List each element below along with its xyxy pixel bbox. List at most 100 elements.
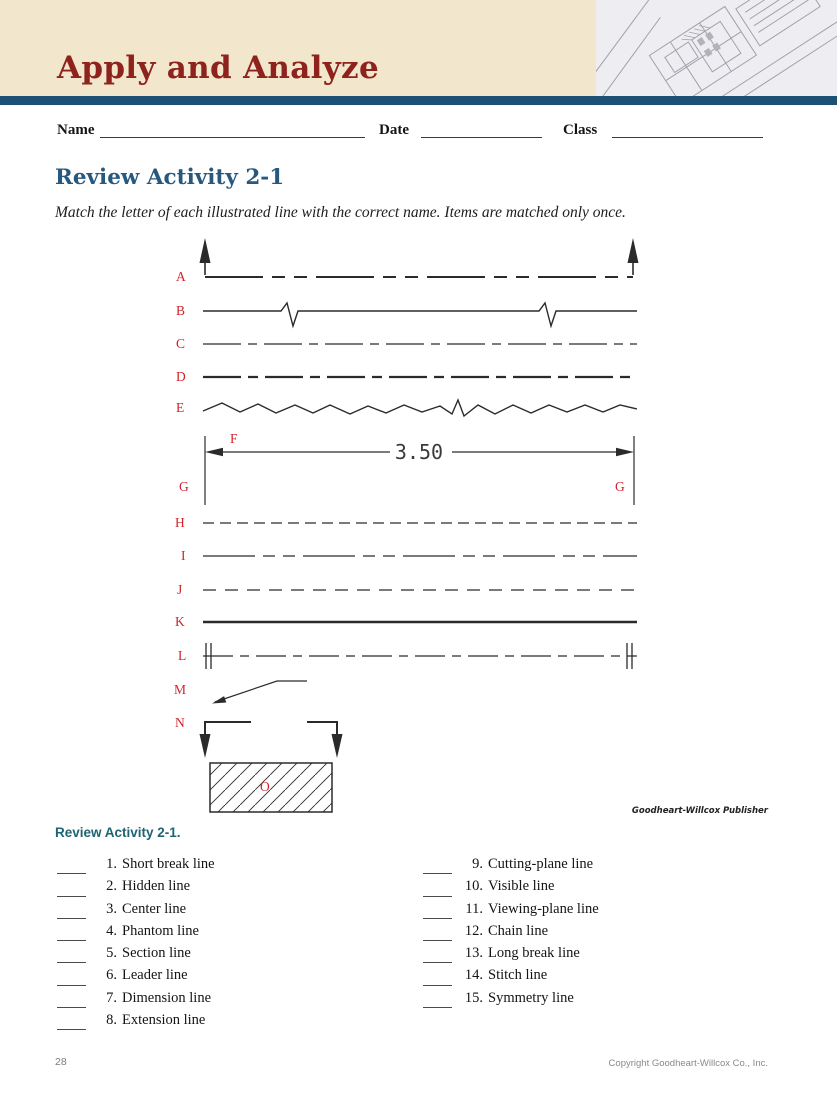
label-d: D: [176, 369, 186, 384]
item-number: 2.: [106, 878, 117, 895]
answer-blank[interactable]: [423, 993, 452, 1009]
answer-blank[interactable]: [57, 948, 86, 964]
answer-blank[interactable]: [423, 882, 452, 897]
label-h: H: [175, 515, 185, 530]
item-label: Stitch line: [488, 967, 548, 984]
item-label: Long break line: [488, 945, 580, 962]
item-number: 1.: [106, 856, 117, 872]
line-illustrations: A B C D E F G G H I J K L M N O 3.50: [0, 235, 837, 820]
line-f-dimension: [205, 447, 634, 457]
answer-blank[interactable]: [423, 904, 452, 919]
label-k: K: [175, 614, 185, 629]
line-art-svg: [199, 238, 639, 813]
answer-blank[interactable]: [57, 859, 86, 875]
answer-blank[interactable]: [57, 926, 86, 942]
label-f: F: [230, 431, 238, 446]
answer-blank[interactable]: [57, 993, 86, 1009]
divider-bar: [0, 96, 837, 105]
line-g-extension: [204, 436, 635, 505]
match-item: 5. Section line: [57, 945, 215, 967]
label-m: M: [174, 682, 187, 697]
label-g-right: G: [615, 479, 625, 494]
item-label: Cutting-plane line: [488, 856, 594, 872]
class-field[interactable]: [612, 121, 763, 138]
line-a-cutting-plane: [199, 238, 639, 278]
publisher-credit: Goodheart-Willcox Publisher: [631, 806, 768, 816]
answers-column-right: 9. Cutting-plane line 10.Visible line 11.…: [423, 856, 599, 1012]
item-number: 14.: [464, 967, 483, 984]
label-o: O: [260, 779, 270, 794]
item-number: 3.: [106, 900, 117, 917]
match-item: 15. Symmetry line: [423, 990, 599, 1012]
activity-instruction: Match the letter of each illustrated lin…: [55, 204, 626, 221]
match-item: 6.Leader line: [57, 967, 215, 989]
dimension-value: 3.50: [394, 440, 444, 464]
line-m-leader: [212, 680, 307, 704]
match-item: 13. Long break line: [423, 945, 599, 967]
match-item: 9. Cutting-plane line: [423, 856, 599, 878]
answer-blank[interactable]: [423, 859, 452, 875]
match-item: 4. Phantom line: [57, 923, 215, 945]
match-item: 7.Dimension line: [57, 990, 215, 1012]
label-e: E: [176, 400, 185, 415]
item-label: Phantom line: [122, 922, 199, 939]
date-label: Date: [379, 122, 409, 138]
answer-blank[interactable]: [57, 882, 86, 897]
line-o-section: [209, 762, 333, 813]
item-number: 15.: [464, 989, 483, 1006]
date-field[interactable]: [421, 121, 542, 138]
item-label: Extension line: [122, 1012, 206, 1029]
activity-title: Review Activity 2-1: [55, 165, 285, 190]
match-item: 1.Short break line: [57, 856, 215, 878]
answer-blank[interactable]: [423, 971, 452, 986]
line-l-symmetry: [203, 643, 637, 669]
answers-column-left: 1.Short break line 2. Hidden line 3. Cente…: [57, 856, 215, 1034]
item-number: 11.: [465, 900, 483, 917]
class-label: Class: [563, 122, 598, 138]
blueprint-image: [596, 0, 837, 96]
item-label: Chain line: [488, 922, 549, 939]
item-number: 5.: [106, 945, 117, 962]
match-item: 12. Chain line: [423, 923, 599, 945]
item-label: Symmetry line: [488, 989, 574, 1006]
match-item: 3. Center line: [57, 901, 215, 923]
label-a: A: [176, 269, 186, 284]
label-n: N: [175, 715, 185, 730]
answer-blank[interactable]: [57, 904, 86, 919]
item-number: 12.: [464, 922, 483, 939]
label-l: L: [178, 648, 187, 663]
line-e-short-break: [202, 398, 638, 418]
copyright-notice: Copyright Goodheart-Willcox Co., Inc.: [608, 1058, 768, 1069]
page-title: Apply and Analyze: [57, 50, 379, 86]
name-field[interactable]: [100, 121, 365, 138]
item-number: 13.: [464, 945, 483, 962]
label-b: B: [176, 303, 186, 318]
label-j: J: [177, 582, 183, 597]
match-item: 10.Visible line: [423, 878, 599, 900]
answer-blank[interactable]: [57, 1015, 86, 1031]
item-label: Center line: [122, 900, 187, 917]
item-label: Hidden line: [122, 878, 191, 895]
label-i: I: [181, 548, 186, 563]
item-label: Section line: [122, 945, 191, 962]
item-number: 7.: [106, 989, 117, 1006]
answer-blank[interactable]: [423, 926, 452, 942]
name-label: Name: [57, 122, 95, 138]
item-number: 9.: [472, 856, 483, 872]
match-item: 2. Hidden line: [57, 878, 215, 900]
answer-blank[interactable]: [57, 971, 86, 986]
label-c: C: [176, 336, 186, 351]
match-item: 14. Stitch line: [423, 967, 599, 989]
item-label: Visible line: [488, 878, 555, 895]
match-item: 11. Viewing-plane line: [423, 901, 599, 923]
label-g-left: G: [179, 479, 189, 494]
answers-heading: Review Activity 2-1.: [55, 825, 181, 840]
item-number: 4.: [106, 922, 117, 939]
match-item: 8. Extension line: [57, 1012, 215, 1034]
item-label: Viewing-plane line: [488, 900, 599, 917]
answer-blank[interactable]: [423, 948, 452, 964]
page-number: 28: [55, 1056, 67, 1068]
item-number: 8.: [106, 1012, 117, 1029]
line-n-viewing-plane: [199, 721, 343, 758]
